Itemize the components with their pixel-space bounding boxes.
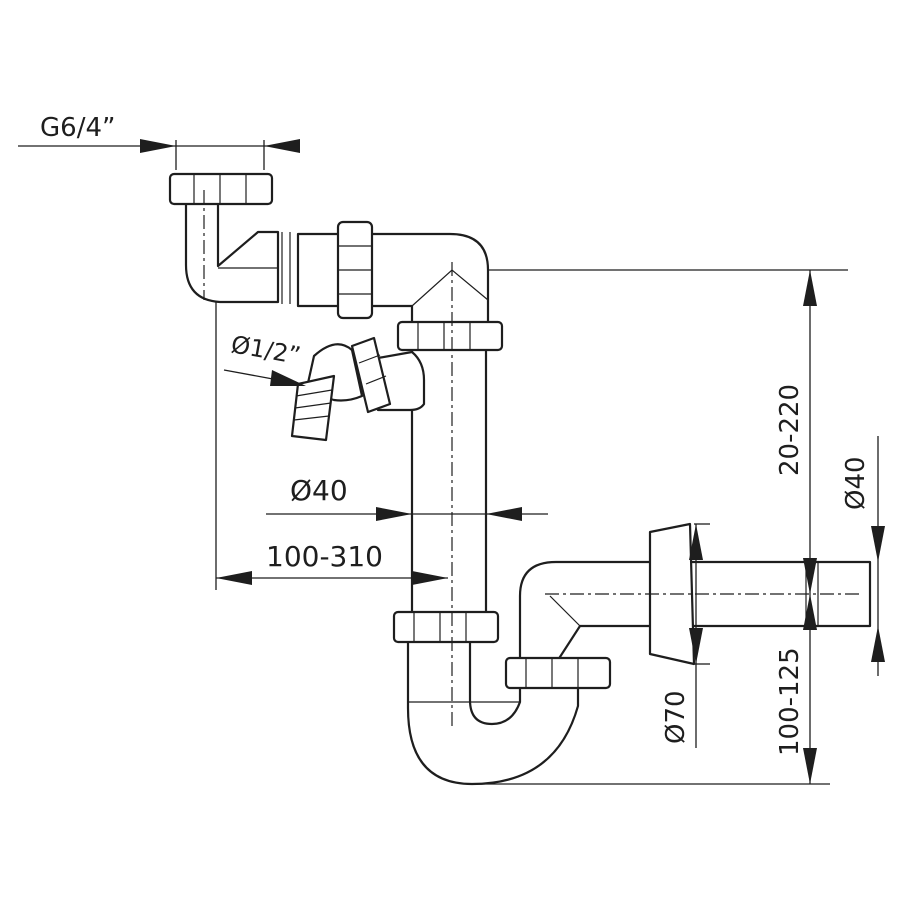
outlet-assembly: [504, 522, 872, 690]
trap-bend: [392, 610, 580, 786]
trap-nut: [504, 656, 612, 690]
arrowhead: [803, 594, 817, 630]
pipe-diameter-label: Ø40: [290, 474, 348, 507]
arrowhead: [486, 507, 522, 521]
horizontal-pipe: [281, 220, 490, 328]
arrowhead: [689, 524, 703, 560]
arrowhead: [140, 139, 176, 153]
centerlines: [203, 190, 860, 730]
inlet-elbow: [168, 172, 280, 304]
arrowhead: [689, 628, 703, 664]
lower-height-label: 100-125: [775, 647, 805, 756]
outlet-diameter-label: Ø40: [841, 456, 871, 510]
arrowhead: [803, 748, 817, 784]
u-bend-body: [406, 634, 580, 786]
inlet-thread-label: G6/4”: [40, 113, 115, 143]
inlet-nut: [168, 172, 274, 206]
barb-ring: [294, 402, 332, 409]
upper-column-nut: [396, 320, 504, 352]
upper-height-label: 20-220: [775, 384, 805, 476]
outlet-pipe: [518, 560, 872, 662]
barb-ring: [293, 415, 330, 421]
hose-connector-nut: [350, 336, 392, 414]
hose-connector: [290, 336, 426, 442]
arrowhead: [871, 526, 885, 562]
arrowhead: [803, 558, 817, 594]
lower-column-nut: [392, 610, 500, 644]
horizontal-pipe-body: [296, 232, 490, 328]
hose-connector-label: Ø1/2”: [229, 330, 303, 370]
nut-rib: [365, 375, 387, 385]
dimensions: [18, 139, 885, 785]
horizontal-offset-label: 100-310: [266, 540, 383, 573]
arrowhead: [264, 139, 300, 153]
arrowhead: [803, 270, 817, 306]
arrowhead: [216, 571, 252, 585]
rosette-diameter-label: Ø70: [661, 690, 691, 744]
nut-rib: [358, 354, 381, 364]
arrowhead: [412, 571, 448, 585]
hose-connector-stub: [376, 350, 426, 412]
inlet-elbow-body: [184, 198, 280, 304]
arrowhead: [871, 626, 885, 662]
outlet-elbow-line: [549, 595, 581, 627]
arrowhead: [376, 507, 412, 521]
arrowhead: [270, 370, 306, 386]
barb-ring: [295, 389, 333, 397]
